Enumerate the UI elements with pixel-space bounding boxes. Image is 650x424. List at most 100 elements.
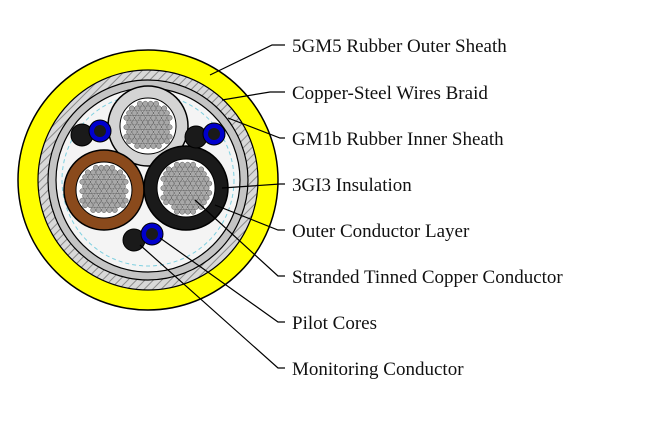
strand-wire [142, 119, 149, 126]
strand-wire [79, 178, 86, 185]
strand-wire [98, 202, 105, 209]
strand-wire [90, 169, 97, 176]
strand-wire [198, 204, 205, 210]
strand-wire [109, 193, 115, 199]
strand-wire [161, 133, 168, 140]
strand-wire [123, 133, 130, 140]
strand-wire [95, 169, 102, 176]
strand-wire [142, 100, 149, 107]
strand-wire [139, 124, 146, 131]
filler-outline [61, 93, 235, 267]
strand-wire [137, 129, 143, 135]
strand-wire [190, 161, 196, 168]
strand-wire [122, 188, 129, 195]
leader-braid [221, 91, 285, 101]
strand-wire [160, 185, 167, 192]
strand-wire [150, 143, 157, 149]
strand-wire [90, 178, 97, 185]
strand-wire [109, 202, 115, 209]
strand-wire [171, 194, 178, 201]
strand-wire [155, 133, 162, 140]
strand-wire [176, 175, 183, 182]
strand-wire [131, 110, 138, 116]
strand-wire [87, 183, 94, 190]
strand-wire [150, 114, 157, 121]
strand-wire [158, 110, 165, 116]
strand-wire [187, 185, 194, 192]
strand-wire [98, 164, 105, 171]
strand-wire [155, 114, 162, 121]
strand-wire [142, 129, 149, 135]
strand-wire [114, 193, 121, 199]
strand-wire [179, 208, 186, 215]
strand-wire [195, 190, 202, 196]
strand-wire [187, 194, 194, 201]
strand-wire [128, 124, 135, 131]
strand-wire [84, 197, 91, 204]
strand-wire [198, 194, 205, 201]
strand-wire [168, 171, 175, 177]
strand-wire [174, 161, 180, 168]
strand-wire [174, 199, 180, 206]
strand-wire [166, 124, 173, 131]
strand-wire [137, 100, 143, 107]
strand-wire [103, 183, 110, 190]
strand-wire [82, 174, 88, 180]
label-braid: Copper-Steel Wires Braid [292, 83, 488, 104]
strand-wire [174, 190, 180, 196]
strand-wire [142, 138, 149, 145]
strand-wire [147, 138, 154, 145]
leader-inner-sheath [227, 117, 285, 139]
grey-core [107, 85, 189, 167]
strand-wire [161, 114, 168, 121]
strand-wire [117, 197, 124, 204]
strand-wire [198, 166, 205, 173]
strand-wire [117, 169, 124, 176]
strand-wire [184, 161, 191, 168]
strand-wire [165, 185, 172, 192]
strand-wire [106, 197, 113, 204]
strand-wire [93, 164, 99, 171]
strand-wire [103, 193, 110, 199]
strand-wire [168, 199, 175, 206]
strand-wire [176, 204, 183, 210]
strand-wire [120, 174, 126, 180]
pilot-core-upper-right [184, 122, 226, 149]
strand-wire [163, 190, 169, 196]
strand-wire [164, 110, 170, 116]
strand-wire [201, 180, 207, 187]
strand-wire [137, 110, 143, 116]
strand-wire [145, 105, 151, 112]
strand-wire [203, 194, 210, 201]
strand-wire [95, 188, 102, 195]
label-outer-sheath: 5GM5 Rubber Outer Sheath [292, 36, 507, 57]
strand-wire [190, 171, 196, 177]
strand-wire [176, 194, 183, 201]
strand-wire [106, 178, 113, 185]
strand-wire [106, 188, 113, 195]
strand-wire [182, 194, 188, 201]
strand-wire [101, 197, 107, 204]
strand-wire [201, 171, 207, 177]
strand-wire [201, 199, 207, 206]
strand-wire [131, 138, 138, 145]
strand-wire [90, 197, 97, 204]
strand-wire [155, 105, 162, 112]
brown-core [63, 149, 145, 231]
strand-wire [120, 193, 126, 199]
strand-wire [106, 207, 113, 213]
black-core [143, 145, 229, 231]
strand-wire [168, 180, 175, 187]
strand-wire [120, 183, 126, 190]
strand-wire [147, 129, 154, 135]
strand-wire [114, 174, 121, 180]
strand-wire [176, 185, 183, 192]
strand-wire [101, 169, 107, 176]
strand-wire [184, 199, 191, 206]
strand-wire [134, 124, 141, 131]
strand-wire [109, 164, 115, 171]
strand-wire [182, 175, 188, 182]
leader-monitoring [139, 244, 285, 369]
strand-wire [182, 166, 188, 173]
